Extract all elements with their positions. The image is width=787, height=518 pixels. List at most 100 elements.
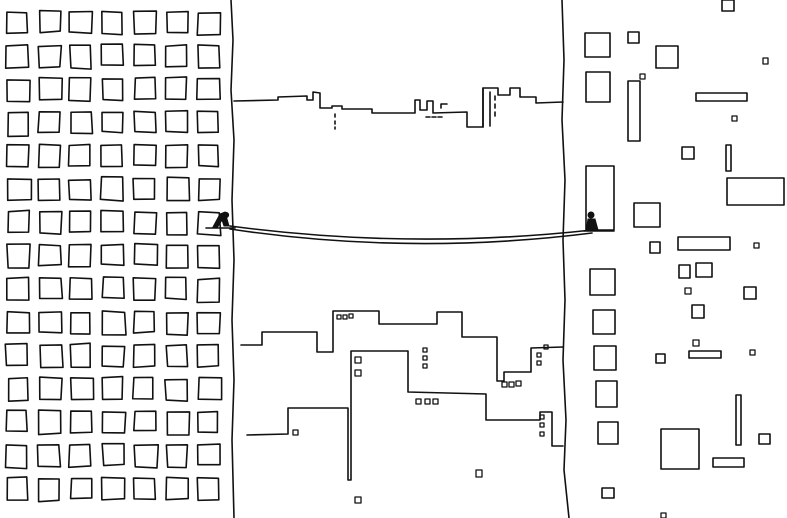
- facade-window: [132, 310, 156, 334]
- facade-window: [68, 44, 92, 70]
- facade-window: [197, 178, 221, 202]
- facade-window: [5, 409, 28, 433]
- facade-window: [101, 276, 125, 300]
- facade-window: [68, 276, 93, 301]
- facade-window: [37, 44, 63, 69]
- facade-window: [38, 311, 63, 334]
- facade-window: [6, 178, 33, 202]
- facade-window: [69, 376, 95, 401]
- rooftop-windows: [292, 313, 549, 504]
- facade-window: [37, 478, 60, 503]
- facade-window: [4, 44, 30, 69]
- facade-window: [37, 178, 61, 202]
- facade-window: [164, 378, 189, 402]
- facade-window: [37, 243, 63, 267]
- facade-window: [133, 410, 157, 432]
- facade-window: [133, 76, 157, 101]
- facade-window: [69, 342, 91, 369]
- facade-window: [132, 277, 157, 301]
- left-building-facade: [4, 9, 223, 503]
- facade-window: [6, 79, 31, 103]
- facade-window: [69, 410, 93, 434]
- facade-window: [133, 242, 159, 267]
- facade-window: [166, 411, 191, 436]
- facade-window: [101, 111, 124, 134]
- facade-window: [39, 344, 64, 369]
- facade-window: [67, 243, 92, 268]
- facade-window: [133, 43, 157, 67]
- facade-window: [37, 143, 62, 169]
- facade-window: [6, 243, 31, 269]
- facade-window: [67, 443, 92, 469]
- facade-window: [100, 476, 126, 501]
- facade-window: [69, 477, 93, 500]
- facade-window: [99, 175, 124, 202]
- facade-window: [38, 277, 64, 300]
- facade-window: [7, 209, 31, 234]
- facade-window: [196, 210, 222, 237]
- facade-window: [133, 444, 160, 469]
- facade-window: [132, 143, 158, 167]
- facade-window: [6, 310, 31, 334]
- facade-window: [131, 376, 154, 400]
- facade-window: [165, 444, 189, 469]
- facade-window: [132, 343, 156, 369]
- facade-window: [38, 9, 62, 34]
- facade-window: [68, 210, 92, 233]
- facade-window: [100, 209, 125, 233]
- facade-window: [101, 10, 123, 36]
- facade-window: [164, 44, 188, 68]
- facade-window: [164, 76, 188, 101]
- facade-window: [5, 276, 30, 301]
- distant-skyline: [233, 87, 564, 128]
- figure-left: [205, 211, 236, 229]
- lower-rooftop-back: [240, 310, 564, 382]
- facade-window: [196, 277, 221, 304]
- facade-window: [164, 276, 187, 301]
- facade-window: [133, 211, 158, 235]
- facade-window: [132, 10, 158, 35]
- facade-window: [100, 43, 125, 67]
- facade-window: [196, 244, 221, 270]
- figure-right: [583, 211, 615, 232]
- right-building-edge: [561, 0, 570, 518]
- facade-window: [100, 243, 125, 267]
- left-building-edge: [230, 0, 235, 518]
- tightrope-line-lower: [229, 228, 593, 245]
- facade-window: [69, 311, 91, 335]
- facade-window: [4, 444, 28, 470]
- facade-window: [67, 179, 92, 201]
- facade-window: [165, 211, 188, 236]
- right-building-shapes: [584, 0, 785, 518]
- facade-window: [101, 375, 124, 401]
- facade-window: [101, 78, 124, 102]
- facade-window: [133, 110, 157, 134]
- tightrope-line: [229, 225, 593, 240]
- facade-window: [196, 343, 220, 368]
- facade-window: [196, 110, 220, 134]
- facade-window: [36, 443, 62, 468]
- facade-window: [101, 411, 127, 434]
- facade-window: [196, 476, 220, 502]
- facade-window: [197, 144, 220, 168]
- facade-window: [196, 443, 221, 466]
- facade-window: [197, 44, 221, 69]
- facade-window: [166, 10, 189, 34]
- facade-window: [196, 11, 222, 36]
- facade-window: [165, 312, 190, 336]
- facade-window: [196, 311, 222, 335]
- facade-window: [166, 176, 191, 202]
- facade-window: [101, 310, 127, 336]
- skyline-windows: [334, 95, 496, 130]
- facade-window: [196, 410, 219, 434]
- facade-window: [101, 345, 126, 368]
- facade-window: [132, 477, 157, 501]
- facade-window: [38, 210, 63, 235]
- facade-window: [4, 342, 29, 367]
- facade-window: [38, 76, 64, 101]
- facade-window: [5, 11, 29, 35]
- facade-window: [38, 376, 63, 401]
- facade-window: [67, 143, 91, 167]
- facade-window: [70, 111, 94, 135]
